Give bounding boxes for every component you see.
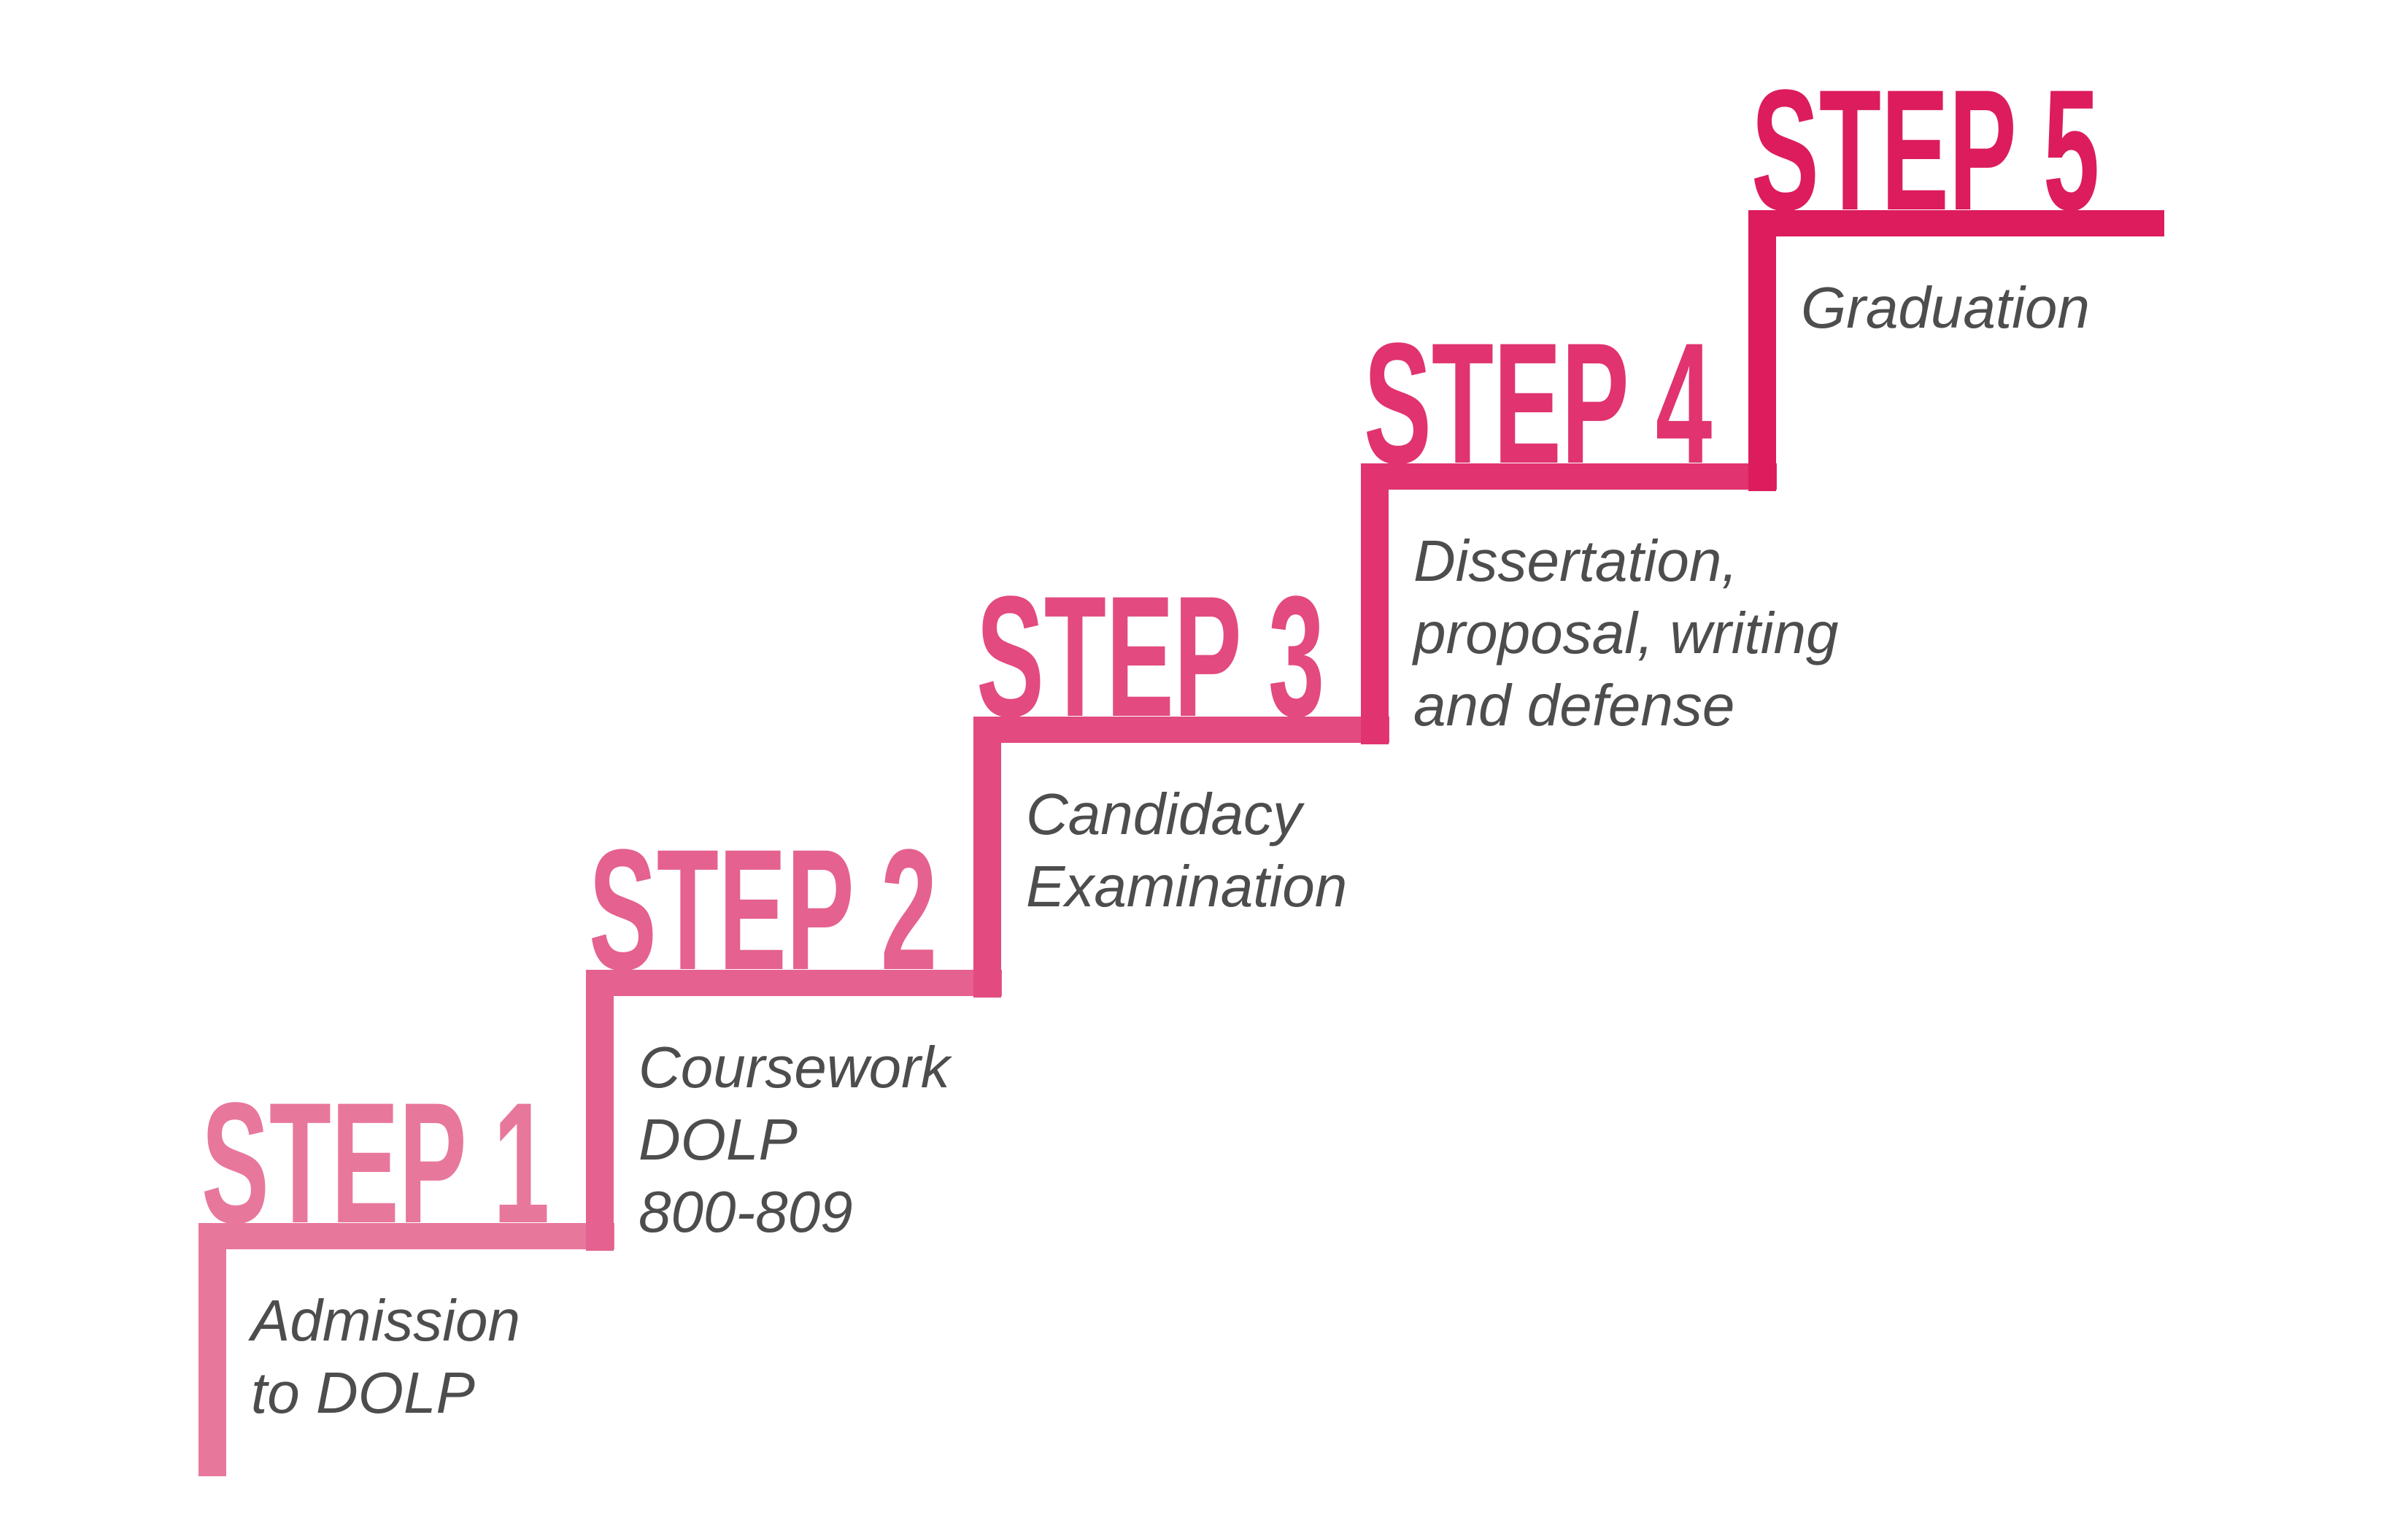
step-description-line: and defense — [1413, 673, 1735, 738]
step-riser — [198, 1223, 226, 1476]
step-riser — [1748, 210, 1776, 491]
step-riser — [1361, 463, 1389, 744]
step-description-line: Examination — [1026, 854, 1348, 919]
step-title: STEP 4 — [1364, 307, 1713, 500]
step-tread — [1361, 463, 1777, 490]
step-description-line: to DOLP — [251, 1360, 475, 1425]
step-tread — [586, 970, 1002, 996]
step-title: STEP 1 — [201, 1067, 550, 1260]
step-description-line: Candidacy — [1026, 782, 1303, 846]
step-riser — [586, 970, 614, 1251]
step-description-line: Admission — [251, 1288, 521, 1353]
step-description-line: Coursework — [638, 1035, 950, 1100]
step-tread — [973, 717, 1389, 743]
step-tread — [198, 1223, 614, 1249]
step-title: STEP 3 — [976, 560, 1325, 753]
step-description-line: Dissertation, — [1413, 528, 1738, 593]
step-description-line: Graduation — [1801, 275, 2090, 340]
step-title: STEP 5 — [1751, 54, 2100, 247]
step-riser — [973, 717, 1001, 998]
step-description-line: 800-809 — [638, 1179, 853, 1244]
step-description-line: DOLP — [638, 1107, 798, 1172]
step-tread — [1748, 210, 2164, 236]
step-title: STEP 2 — [589, 814, 938, 1006]
step-description-line: proposal, writing — [1413, 601, 1839, 666]
